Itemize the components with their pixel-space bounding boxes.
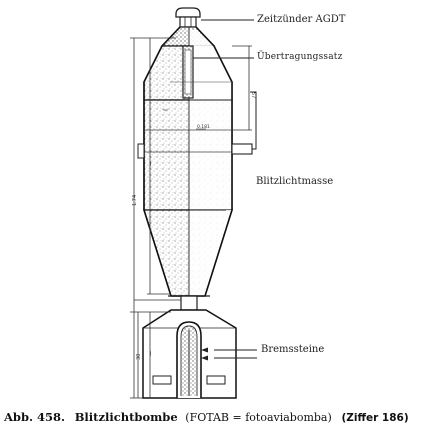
dimension-ticks: 1.74 — 30 — 0.181	[132, 124, 210, 360]
label-fuze: Zeitzünder AGDT	[257, 14, 346, 25]
label-brake-stones: Bremssteine	[261, 344, 325, 355]
svg-text:57: 57	[250, 92, 256, 98]
label-flash-mass: Blitzlichtmasse	[256, 176, 334, 187]
svg-text:0.181: 0.181	[197, 124, 210, 130]
fin-slot-left	[152, 375, 172, 385]
caption-reference: (Ziffer 186)	[341, 412, 409, 424]
fin-slot-right	[206, 375, 226, 385]
brake-stone-tube	[176, 321, 202, 398]
label-transfer-charge: Übertragungssatz	[257, 52, 343, 62]
svg-text:30: 30	[136, 354, 142, 360]
fuze-body	[179, 16, 197, 28]
leader-arrows	[201, 347, 208, 361]
dimension-lines-left	[130, 37, 181, 399]
svg-text:1.74: 1.74	[132, 195, 138, 206]
suspension-lug	[231, 91, 257, 155]
left-lug	[137, 143, 145, 159]
fuze-ring	[175, 7, 201, 18]
leader-lines	[193, 19, 257, 359]
caption-source: (FOTAB = fotoaviabomba)	[185, 411, 332, 424]
fuze-group	[175, 7, 201, 28]
caption-title: Blitzlichtbombe	[74, 410, 178, 424]
tail-right-section	[189, 210, 232, 296]
upper-right-section	[189, 30, 232, 100]
figure-caption: Abb. 458. Blitzlichtbombe (FOTAB = fotoa…	[4, 410, 444, 424]
svg-text:—: —	[148, 351, 154, 356]
svg-text:—: —	[148, 161, 154, 166]
tail-boom	[180, 295, 198, 311]
caption-figure-number: Abb. 458.	[4, 410, 66, 424]
dimension-lines-right	[232, 45, 252, 131]
